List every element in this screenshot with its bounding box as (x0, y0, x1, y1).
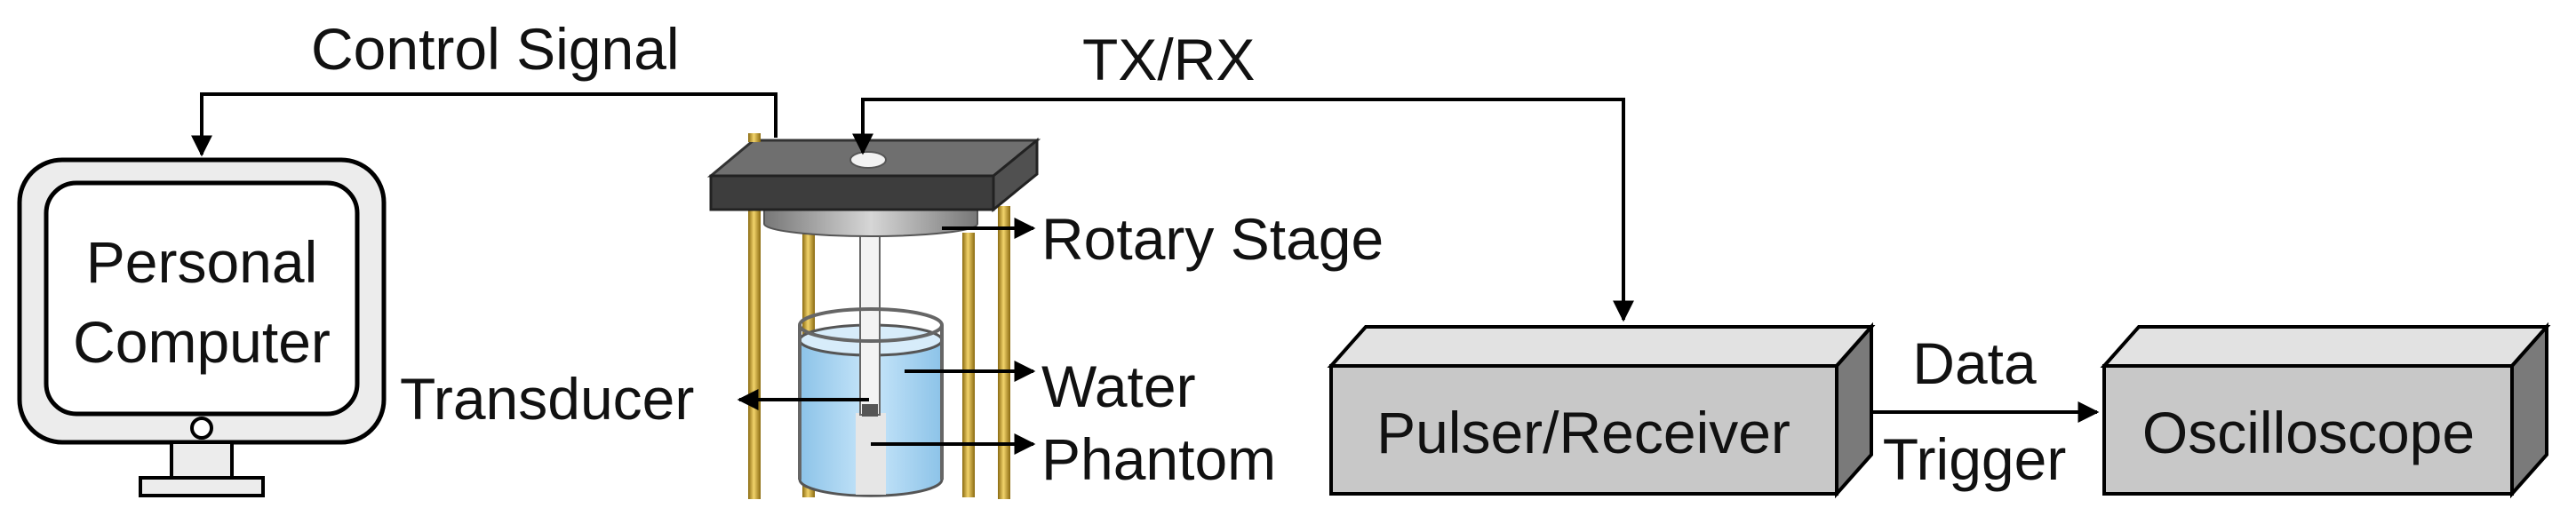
pulser-receiver-label: Pulser/Receiver (1376, 400, 1790, 465)
rod-front-left (748, 206, 761, 499)
data-label: Data (1912, 330, 2037, 396)
control-signal-label: Control Signal (311, 16, 680, 82)
transducer-tip (862, 404, 878, 417)
oscilloscope-label: Oscilloscope (2142, 400, 2475, 465)
rotary-stage-assembly (706, 133, 1041, 237)
power-button-icon (190, 417, 213, 440)
oscilloscope-top (2100, 325, 2551, 368)
pulser-receiver-front (1329, 364, 1838, 496)
platform-side (992, 137, 1039, 213)
phantom-label: Phantom (1041, 426, 1276, 492)
pulser-receiver: Pulser/Receiver (1327, 322, 1876, 499)
phantom (856, 413, 886, 495)
rod-top-left (748, 133, 761, 142)
pulser-receiver-top (1327, 325, 1876, 368)
platform-front (709, 174, 995, 211)
monitor-stand-neck (170, 441, 234, 480)
rotary-stage-label: Rotary Stage (1041, 206, 1384, 272)
monitor-stand-base (139, 476, 265, 497)
txrx-wire (852, 98, 1625, 320)
control-signal-wire (191, 92, 778, 157)
rotary-stage (763, 209, 978, 237)
oscilloscope: Oscilloscope (2100, 322, 2551, 499)
rod-front-right (998, 206, 1010, 499)
rod-back-right (962, 233, 975, 497)
monitor-screen (44, 180, 360, 417)
oscilloscope-front (2102, 364, 2514, 496)
support-rods-front (748, 206, 1010, 499)
water-tank (798, 217, 944, 497)
txrx-label: TX/RX (1082, 27, 1255, 92)
platform-hole (849, 151, 887, 169)
trigger-label: Trigger (1883, 426, 2067, 492)
water-label: Water (1041, 353, 1196, 419)
transducer-label: Transducer (400, 366, 694, 432)
pc-label-line2: Computer (73, 309, 331, 375)
personal-computer: Personal Computer (17, 157, 387, 497)
transducer-probe (859, 217, 881, 416)
pc-label-line1: Personal (86, 229, 318, 295)
